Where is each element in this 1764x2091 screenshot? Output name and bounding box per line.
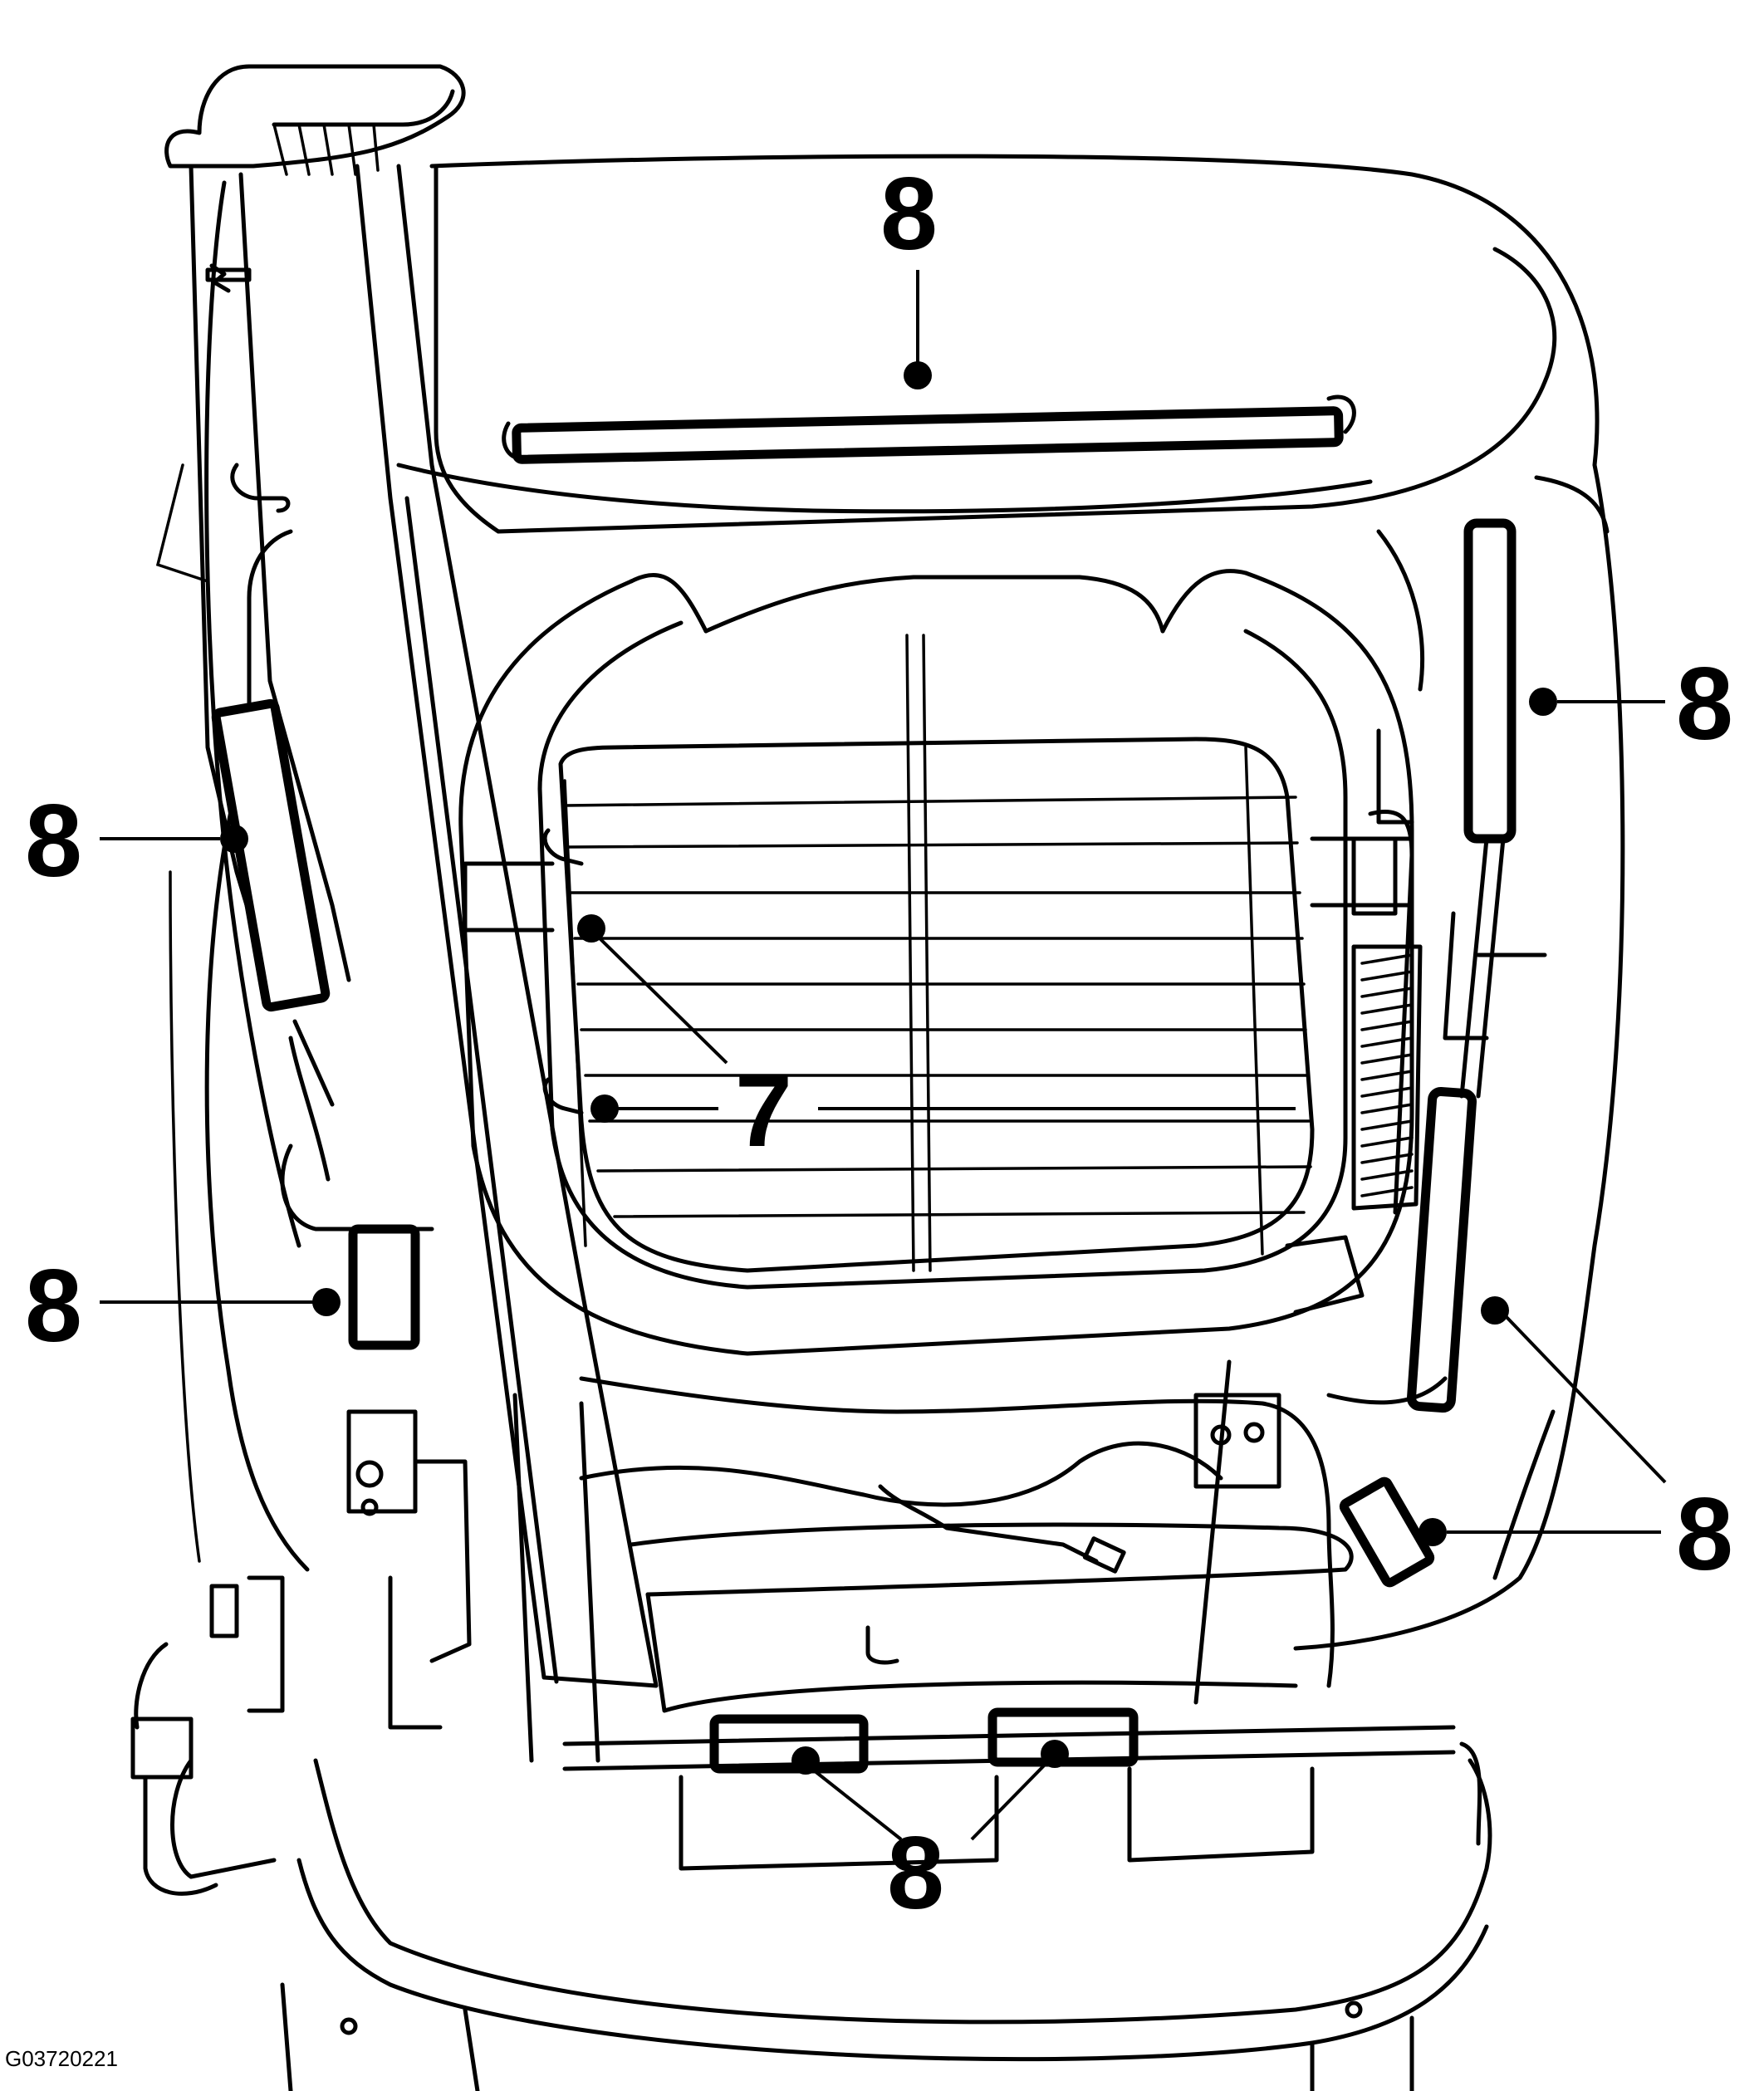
callout-dot-center-a — [577, 914, 605, 943]
callout-leaders — [100, 270, 1667, 1841]
callout-label-top: 8 — [880, 157, 938, 272]
inner-frame — [458, 569, 1414, 1356]
callout-label-right-upper: 8 — [1676, 647, 1733, 761]
callout-dot-bottom-a — [791, 1746, 820, 1775]
callout-labels: 8 8 8 8 8 8 7 — [25, 157, 1733, 1931]
callout-label-center: 7 — [735, 1054, 792, 1168]
callout-label-right-lower: 8 — [1676, 1477, 1733, 1592]
left-lower-brackets — [130, 1143, 472, 1896]
seat-back-outline — [169, 154, 1625, 1651]
top-cross-bar — [502, 394, 1356, 464]
callout-dot-right-upper — [1529, 688, 1557, 716]
callout-dot-right-lower-b — [1419, 1518, 1447, 1546]
callout-dot-bottom-b — [1041, 1740, 1069, 1768]
left-side-column — [155, 64, 659, 1688]
callout-label-left-lower: 8 — [25, 1249, 82, 1364]
callout-dot-left-upper — [220, 825, 248, 853]
spring-grid — [542, 634, 1315, 1273]
callout-label-bottom: 8 — [887, 1816, 944, 1931]
callout-dot-right-lower-a — [1481, 1296, 1509, 1325]
callout-dot-top — [904, 361, 932, 389]
figure-id: G03720221 — [5, 2046, 118, 2071]
callout-dot-left-lower — [312, 1288, 341, 1316]
callout-dot-center-b — [590, 1094, 619, 1123]
wiring-harness — [512, 1359, 1335, 1763]
right-side-mechanisms — [1193, 518, 1547, 1588]
callout-label-left-upper: 8 — [25, 784, 82, 899]
bottom-frame — [280, 1522, 1492, 2091]
